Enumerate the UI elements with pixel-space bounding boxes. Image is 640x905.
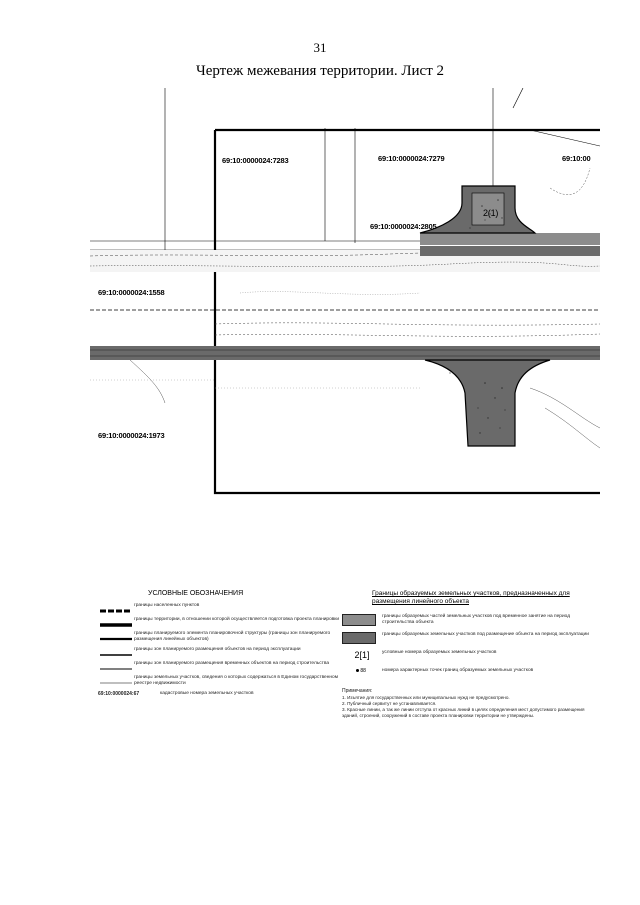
legend-title: УСЛОВНЫЕ ОБОЗНАЧЕНИЯ — [148, 590, 244, 597]
legend-item: границы земельных участков, сведения о к… — [100, 675, 338, 686]
map-drawing — [90, 88, 600, 495]
legend-right-title: Границы образуемых земельных участков, п… — [372, 590, 570, 605]
parcel-label: 69:10:0000024:7283 — [222, 156, 289, 165]
page-number: 31 — [313, 40, 327, 55]
point-dot-icon — [356, 669, 359, 672]
legend-item: границы зон планируемого размещения объе… — [100, 647, 301, 656]
permanent-swatch — [342, 632, 376, 644]
parcel-label: 69:10:00 — [562, 154, 591, 163]
legend: УСЛОВНЫЕ ОБОЗНАЧЕНИЯ границы населенных … — [98, 590, 348, 701]
legend-item: границы планируемого элемента планировоч… — [100, 631, 331, 642]
note-item: 3. Красные линии, а так же линии отступа… — [342, 707, 585, 718]
notes: Примечания: 1. Изъятие для государственн… — [342, 688, 592, 719]
note-item: 1. Изъятие для государственных или муниц… — [342, 695, 510, 700]
parcel-label: 69:10:0000024:1558 — [98, 288, 165, 297]
temporary-swatch — [342, 614, 376, 626]
legend-item: границы образуемых земельных участков по… — [342, 632, 592, 646]
legend-item: 69:10:0000024:67 кадастровые номера земе… — [98, 691, 254, 697]
plot-number-symbol: 2[1] — [354, 650, 370, 660]
legend-item: границы образуемых частей земельных учас… — [342, 614, 592, 628]
parcel-label: 69:10:0000024:7279 — [378, 154, 445, 163]
legend-right: Границы образуемых земельных участков, п… — [342, 590, 592, 719]
parcel-label: 69:10:0000024:2805 — [370, 222, 437, 231]
note-item: 2. Публичный сервитут не устанавливается… — [342, 701, 437, 706]
page-title: Чертеж межевания территории. Лист 2 — [195, 63, 445, 79]
legend-item: 2[1] условные номера образуемых земельны… — [342, 650, 592, 664]
legend-item: границы территории, в отношении которой … — [100, 617, 340, 627]
legend-item: границы зон планируемого размещения врем… — [100, 661, 329, 670]
point-symbol: 88 — [342, 668, 382, 682]
legend-item: 88 номера характерных точек границ образ… — [342, 668, 592, 682]
plot-number-label: 2(1) — [483, 208, 499, 218]
cadastral-example: 69:10:0000024:67 — [98, 691, 140, 697]
legend-item: границы населенных пунктов — [100, 603, 200, 613]
survey-map: 69:10:0000024:7283 69:10:0000024:7279 69… — [90, 88, 600, 548]
parcel-label: 69:10:0000024:1973 — [98, 431, 165, 440]
